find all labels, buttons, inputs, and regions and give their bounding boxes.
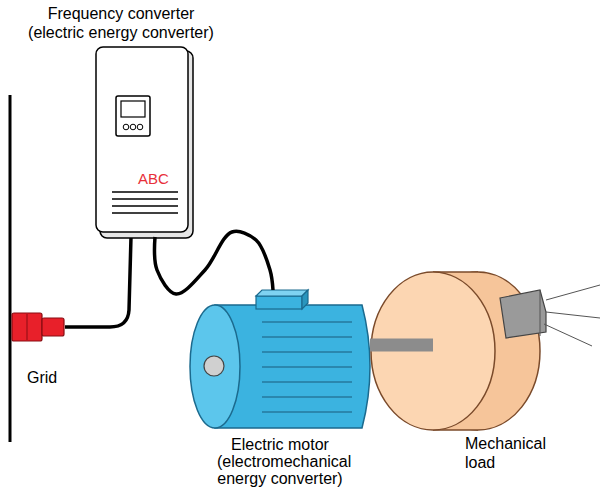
node-heading: Electric motor (electromechanical energy…	[217, 436, 343, 487]
plug-groove	[27, 314, 28, 340]
load-outlet	[500, 290, 546, 338]
node-heading: Mechanical load	[465, 434, 475, 472]
plug-neck	[42, 318, 64, 336]
motor-fin	[262, 336, 352, 337]
display-screen	[121, 101, 145, 117]
motor-fin	[262, 381, 352, 382]
converter-front	[96, 47, 188, 232]
junction-box-side	[302, 290, 308, 309]
plug	[12, 313, 64, 341]
plug-body	[12, 313, 42, 341]
airflow-line	[544, 324, 592, 346]
junction-box	[256, 296, 302, 309]
vent-line	[112, 191, 178, 193]
display-button	[137, 124, 143, 130]
vent-line	[112, 198, 178, 200]
converter-box: Frequency converter (electric energy con…	[97, 48, 192, 237]
grid-wall	[9, 95, 12, 442]
node-heading: Frequency converter (electric energy con…	[28, 4, 214, 42]
load-front	[371, 272, 495, 430]
brand-text: ABC	[138, 170, 148, 188]
load-box: Mechanical load	[433, 272, 548, 430]
motor-fin	[262, 321, 352, 322]
motor-shaft	[370, 339, 433, 352]
frequency-converter	[96, 47, 193, 238]
junction-box-top	[256, 290, 308, 296]
grid-label: Grid	[27, 368, 57, 387]
airflow-line	[546, 312, 600, 318]
motor-hub	[204, 356, 224, 376]
motor-fin	[262, 366, 352, 367]
display-button	[123, 124, 129, 130]
display-button	[130, 124, 136, 130]
motor-fin	[262, 396, 352, 397]
motor-end-cap	[190, 305, 240, 428]
supply-cable	[65, 237, 131, 327]
motor-box: Electric motor (electromechanical energy…	[190, 290, 370, 430]
airflow-line	[546, 285, 600, 300]
electric-motor	[190, 290, 370, 428]
mechanical-load	[371, 272, 600, 430]
display-panel	[116, 96, 150, 136]
power-cable	[155, 231, 273, 294]
motor-fin	[262, 351, 352, 352]
vent-line	[112, 212, 178, 214]
vent-line	[112, 205, 178, 207]
outlet-edge	[540, 290, 541, 336]
motor-fin	[262, 411, 352, 412]
